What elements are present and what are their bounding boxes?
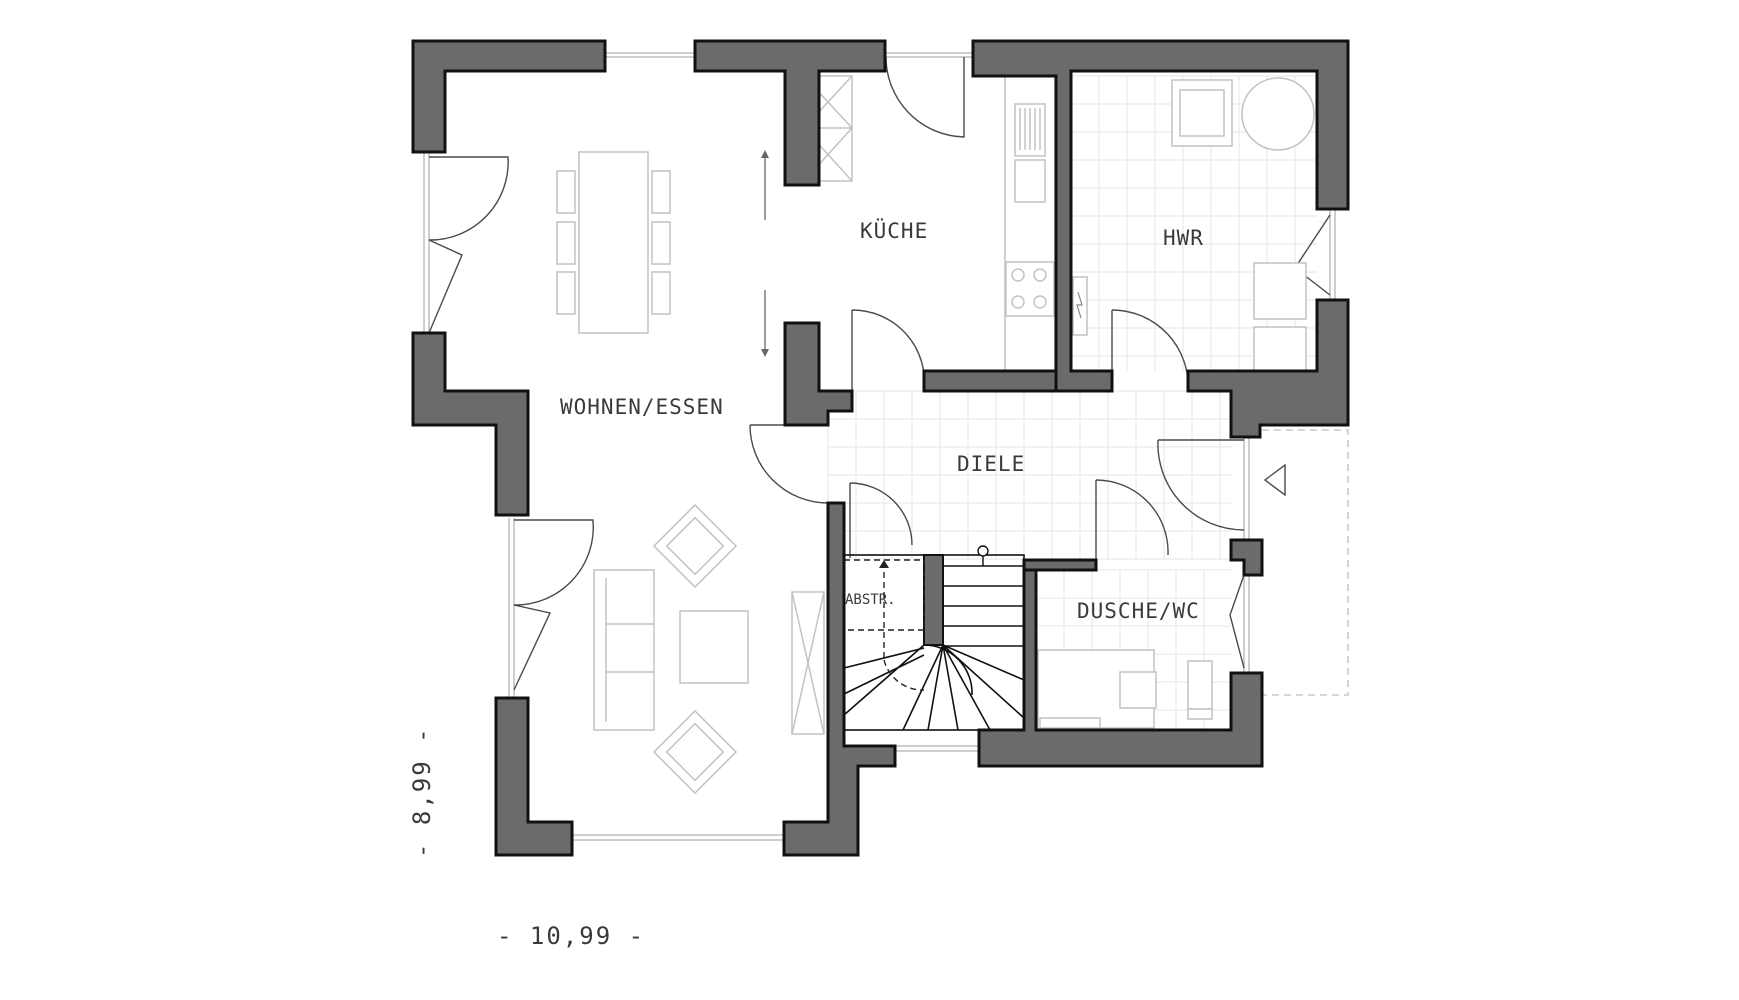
armchair-top — [652, 503, 738, 589]
hwr-appliances — [1072, 77, 1315, 386]
window-top-living — [605, 52, 695, 58]
kitchen-counter — [1004, 75, 1056, 391]
window-bottom-living — [572, 834, 784, 841]
sofa — [593, 569, 655, 731]
wall-left-lower — [494, 696, 574, 857]
window-top-kitchen — [885, 52, 973, 58]
dimension-depth: - 8,99 - — [408, 726, 436, 858]
wall-bottom-stair — [782, 501, 897, 857]
wall-top-right — [971, 39, 1350, 393]
wall-bottom-right — [977, 568, 1264, 768]
armchair-bottom — [652, 709, 738, 795]
windows — [423, 52, 1336, 841]
wall-hwr-right — [1186, 298, 1350, 439]
wall-top-middle — [693, 39, 887, 187]
room-label-abstellraum: ABSTR. — [845, 592, 896, 608]
staircase — [843, 545, 1025, 731]
abstellraum-outline — [843, 559, 925, 691]
coffee-table — [679, 610, 749, 684]
walls — [411, 39, 1350, 857]
wall-left-bay — [411, 331, 530, 517]
room-label-wohnen-essen: WOHNEN/ESSEN — [560, 395, 724, 419]
bathroom-fixtures — [1037, 649, 1213, 729]
room-label-kueche: KÜCHE — [860, 218, 928, 243]
dining-set — [556, 151, 671, 334]
sideboard — [791, 591, 825, 735]
door-swings — [428, 56, 1331, 691]
room-label-dusche-wc: DUSCHE/WC — [1077, 599, 1200, 623]
room-label-diele: DIELE — [957, 452, 1025, 476]
diele-tile-floor — [827, 390, 1231, 560]
room-label-hwr: HWR — [1163, 226, 1204, 250]
window-left-lower — [508, 518, 515, 698]
window-left-upper — [423, 152, 430, 333]
entrance-canopy — [1262, 429, 1349, 696]
wall-bath-top — [1022, 558, 1098, 572]
wall-kitchen-left-lower — [783, 321, 854, 427]
entrance-marker-icon — [1263, 463, 1286, 497]
kitchen-arrows — [761, 150, 769, 357]
window-right-hwr — [1329, 209, 1336, 300]
wall-entry-post — [1229, 538, 1264, 577]
wall-kitchen-bottom — [922, 369, 1058, 393]
dimension-width: - 10,99 - — [497, 922, 645, 950]
wall-top-left — [411, 39, 607, 154]
window-bottom-stair — [895, 745, 979, 752]
